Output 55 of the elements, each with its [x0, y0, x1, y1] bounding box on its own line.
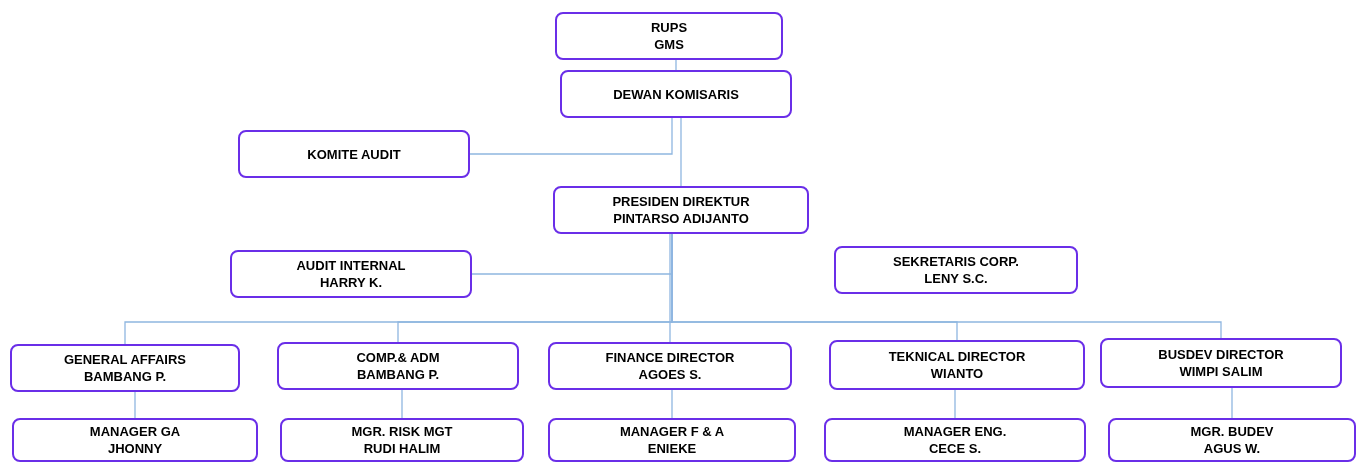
box-title: BUSDEV DIRECTOR [1158, 346, 1284, 363]
org-box [280, 418, 524, 462]
box-title: DEWAN KOMISARIS [613, 85, 739, 103]
connector-line [134, 391, 136, 419]
box-name: PINTARSO ADIJANTO [613, 210, 749, 227]
connector-line [469, 117, 673, 155]
org-box [277, 342, 519, 390]
box-title: SEKRETARIS CORP. [893, 253, 1019, 270]
box-name: RUDI HALIM [363, 440, 441, 457]
connector-line [669, 233, 671, 343]
box-title: GENERAL AFFAIRS [63, 351, 187, 368]
box-title: MGR. BUDEV [1190, 423, 1274, 440]
connector-line [675, 59, 677, 71]
org-box [824, 418, 1086, 462]
box-title: FINANCE DIRECTOR [605, 349, 735, 366]
box-title: KOMITE AUDIT [307, 145, 401, 163]
box-title: PRESIDEN DIREKTUR [612, 193, 750, 210]
box-name: WIANTO [930, 365, 984, 382]
box-title: TEKNICAL DIRECTOR [888, 348, 1026, 365]
org-box [1108, 418, 1356, 462]
box-name: AGUS W. [1203, 440, 1261, 457]
org-box [12, 418, 258, 462]
box-name: BAMBANG P. [83, 368, 167, 385]
box-name: HARRY K. [319, 274, 383, 291]
org-box [548, 418, 796, 462]
box-name: LENY S.C. [924, 270, 988, 287]
connector-line [401, 389, 403, 419]
org-box [553, 186, 809, 234]
box-title: COMP.& ADM [356, 349, 440, 366]
org-box [555, 12, 783, 60]
org-box [548, 342, 792, 390]
box-name: JHONNY [107, 440, 163, 457]
connector-line [671, 389, 673, 419]
box-name: CECE S. [929, 440, 981, 457]
org-box [238, 130, 470, 178]
box-name: BAMBANG P. [356, 366, 440, 383]
box-name: ENIEKE [647, 440, 697, 457]
org-box [829, 340, 1085, 390]
box-title: RUPS [650, 19, 688, 36]
org-box [230, 250, 472, 298]
org-box [560, 70, 792, 118]
box-title: MANAGER GA [89, 423, 181, 440]
connector-line [680, 117, 682, 187]
box-title: MANAGER ENG. [903, 423, 1007, 440]
connector-line [1231, 387, 1233, 419]
box-title: MGR. RISK MGT [351, 423, 453, 440]
box-name: AGOES S. [638, 366, 702, 383]
org-box [10, 344, 240, 392]
connector-line [954, 389, 956, 419]
box-title: AUDIT INTERNAL [296, 257, 406, 274]
org-box [1100, 338, 1342, 388]
box-name: GMS [654, 36, 684, 53]
box-title: MANAGER F & A [619, 423, 725, 440]
org-box [834, 246, 1078, 294]
box-name: WIMPI SALIM [1179, 363, 1263, 380]
